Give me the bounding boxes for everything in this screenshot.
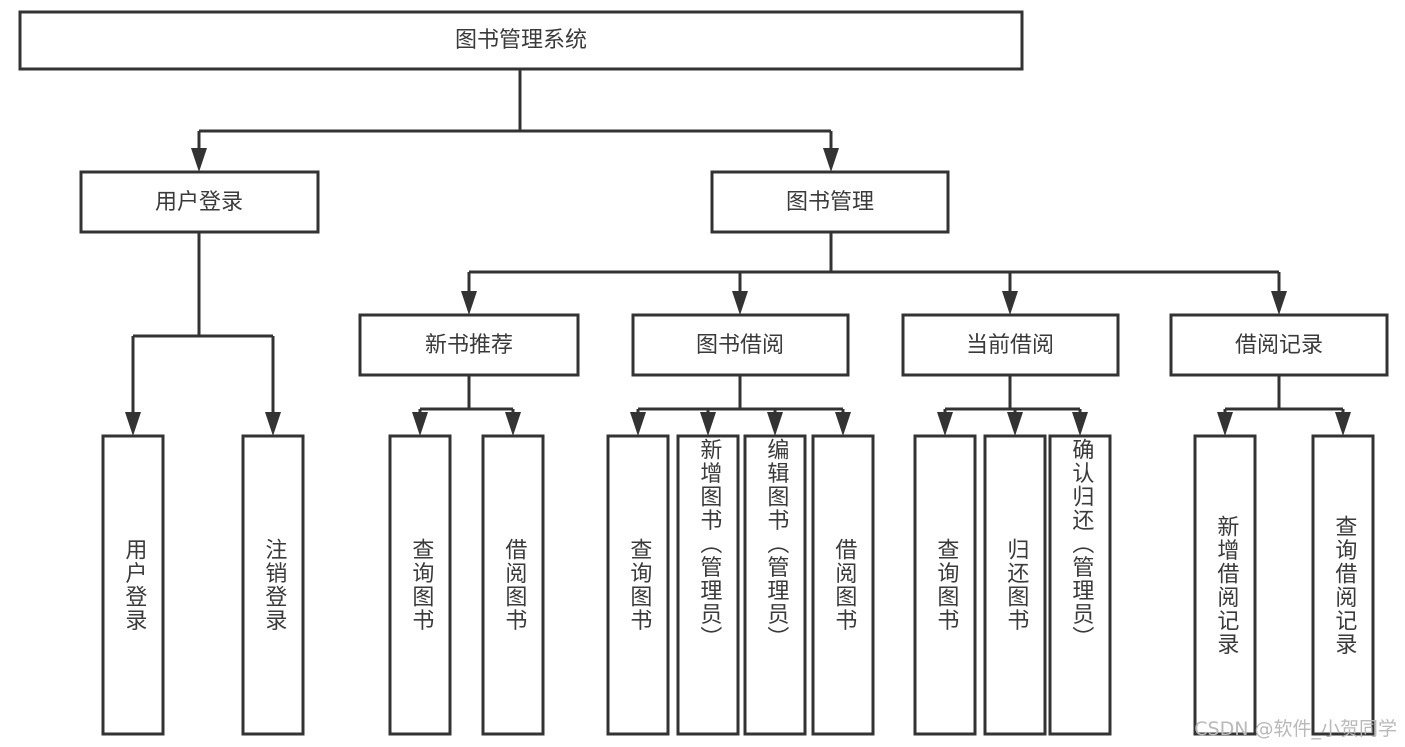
arrow-head-leaf-logout	[265, 412, 281, 436]
node-box-new-book-recommend[interactable]	[358, 313, 580, 377]
node-box-book-borrow[interactable]	[631, 313, 850, 377]
label-user-login: 用户登录	[155, 190, 243, 215]
arrow-head-bb-leaf1	[630, 412, 646, 436]
arrow-head-book-manage	[823, 148, 839, 172]
arrow-head-cb-leaf2	[1007, 412, 1023, 436]
arrow-head-borrow-record	[1271, 291, 1287, 315]
arrow-head-user-login	[191, 148, 207, 172]
node-box-current-borrow[interactable]	[901, 313, 1120, 377]
leaf-box-book-borrow-1[interactable]	[676, 434, 740, 736]
leaf-box-current-borrow-0[interactable]	[913, 434, 977, 736]
leaf-box-borrow-record-0[interactable]	[1193, 434, 1257, 736]
node-labels: 图书管理系统 用户登录 图书管理 新书推荐 图书借阅 当前借阅 借阅记录	[155, 28, 1323, 358]
arrow-head-bb-leaf2	[700, 412, 716, 436]
arrow-head-nb-leaf1	[412, 412, 428, 436]
node-box-root[interactable]	[18, 10, 1024, 71]
leaf-box-new-book-0[interactable]	[388, 434, 452, 736]
root-label: 图书管理系统	[455, 28, 587, 53]
label-current-borrow: 当前借阅	[966, 333, 1054, 358]
arrow-head-br-leaf1	[1217, 412, 1233, 436]
arrow-head-bb-leaf3	[767, 412, 783, 436]
connector-lines	[125, 69, 1351, 436]
leaf-box-borrow-record-1[interactable]	[1311, 434, 1375, 736]
label-borrow-record: 借阅记录	[1235, 333, 1323, 358]
label-new-book-recommend: 新书推荐	[425, 333, 513, 358]
arrow-head-bb-leaf4	[835, 412, 851, 436]
arrow-head-new-book	[461, 291, 477, 315]
leaf-box-book-borrow-0[interactable]	[606, 434, 670, 736]
leaf-box-current-borrow-1[interactable]	[983, 434, 1047, 736]
arrow-head-nb-leaf2	[505, 412, 521, 436]
leaf-box-new-book-1[interactable]	[481, 434, 545, 736]
arrow-head-book-borrow	[732, 291, 748, 315]
arrow-head-cb-leaf3	[1072, 412, 1088, 436]
leaf-box-user-login-1[interactable]	[241, 434, 305, 736]
node-box-book-manage[interactable]	[710, 170, 950, 234]
arrow-head-leaf-user-login	[125, 412, 141, 436]
leaf-box-current-borrow-2[interactable]	[1048, 434, 1112, 736]
leaf-box-book-borrow-2[interactable]	[743, 434, 807, 736]
leaf-box-user-login-0[interactable]	[101, 434, 165, 736]
node-boxes	[18, 10, 1389, 736]
arrow-head-br-leaf2	[1335, 412, 1351, 436]
arrow-head-current-borrow	[1002, 291, 1018, 315]
node-box-borrow-record[interactable]	[1169, 313, 1389, 377]
node-box-user-login[interactable]	[79, 170, 320, 234]
label-book-manage: 图书管理	[786, 190, 874, 215]
label-book-borrow: 图书借阅	[696, 333, 784, 358]
leaf-box-book-borrow-3[interactable]	[811, 434, 875, 736]
arrow-head-cb-leaf1	[937, 412, 953, 436]
